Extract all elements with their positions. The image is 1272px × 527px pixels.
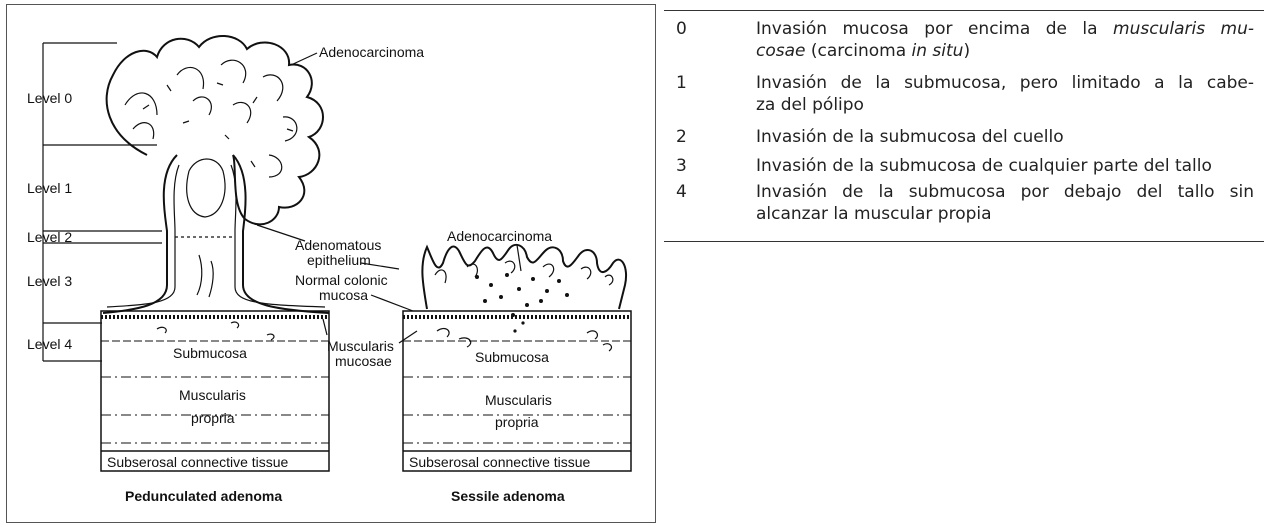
ped-caption: Pedunculated adenoma: [125, 488, 282, 504]
level-number: 1: [676, 72, 687, 94]
ped-submucosa-label: Submucosa: [173, 345, 247, 361]
sessile-submucosa-label: Submucosa: [475, 349, 549, 365]
normal-mucosa-label-1: Normal colonic: [295, 272, 388, 288]
text-segment: (carcinoma: [805, 41, 911, 61]
table-bottom-rule: [664, 241, 1264, 242]
level-2-label: Level 2: [27, 229, 72, 245]
sessile-base: [403, 311, 631, 471]
italic-text: in situ: [912, 41, 964, 61]
level-description: Invasión de la submucosa de cualquier pa…: [756, 155, 1254, 177]
text-segment: Invasión de la submucosa, pero limitado …: [756, 73, 1254, 93]
ped-muscularis-label: Muscularis: [179, 387, 246, 403]
italic-text: cosae: [756, 41, 805, 61]
text-segment: Invasión de la submucosa por debajo del …: [756, 182, 1254, 202]
text-segment: alcanzar la muscular propia: [756, 204, 992, 224]
level-description: Invasión de la submucosa del cuello: [756, 126, 1254, 148]
ped-adenocarcinoma-pointer: [291, 53, 317, 65]
muscularis-mucosae-label-2: mucosae: [335, 353, 392, 369]
italic-text: muscularis mu-: [1113, 19, 1254, 39]
text-segment: Invasión de la submucosa de cualquier pa…: [756, 156, 1212, 176]
adenoma-diagram: Level 0 Level 1 Level 2 Level 3 Level 4: [7, 5, 655, 522]
normal-mucosa-pointer: [371, 295, 413, 311]
level-number: 4: [676, 181, 687, 203]
ped-adenocarcinoma-label: Adenocarcinoma: [319, 44, 424, 60]
level-number: 0: [676, 18, 687, 40]
description-line: Invasión de la submucosa de cualquier pa…: [756, 155, 1254, 177]
muscularis-mucosae-label-1: Muscularis: [327, 338, 394, 354]
sessile-lesion: [422, 245, 626, 333]
level-description: Invasión de la submucosa, pero limitado …: [756, 72, 1254, 116]
level-number: 3: [676, 155, 687, 177]
sessile-subserosal-label: Subserosal connective tissue: [409, 454, 591, 470]
sessile-caption: Sessile adenoma: [451, 488, 565, 504]
text-segment: ): [963, 41, 970, 61]
level-4-label: Level 4: [27, 336, 72, 352]
sessile-propria-label: propria: [495, 414, 539, 430]
text-segment: Invasión mucosa por encima de la: [756, 19, 1113, 39]
level-0-label: Level 0: [27, 90, 72, 106]
description-line: Invasión de la submucosa, pero limitado …: [756, 72, 1254, 94]
adenomatous-label-1: Adenomatous: [295, 237, 381, 253]
pedunculated-polyp-head: [107, 36, 323, 224]
level-description: Invasión mucosa por encima de la muscula…: [756, 18, 1254, 62]
level-1-label: Level 1: [27, 180, 72, 196]
level-number: 2: [676, 126, 687, 148]
description-line: alcanzar la muscular propia: [756, 203, 1254, 225]
muscularis-mucosae-pointer: [323, 319, 327, 335]
pedunculated-stalk: [103, 155, 329, 313]
description-line: Invasión mucosa por encima de la muscula…: [756, 18, 1254, 40]
sessile-adenocarcinoma-pointer: [517, 245, 521, 271]
normal-mucosa-label-2: mucosa: [319, 287, 368, 303]
adenomatous-label-2: epithelium: [307, 252, 371, 268]
sessile-adenocarcinoma-label: Adenocarcinoma: [447, 228, 552, 244]
description-line: Invasión de la submucosa del cuello: [756, 126, 1254, 148]
figure-panel: Level 0 Level 1 Level 2 Level 3 Level 4: [6, 4, 656, 523]
ped-subserosal-label: Subserosal connective tissue: [107, 454, 289, 470]
table-top-rule: [664, 10, 1264, 11]
level-3-label: Level 3: [27, 273, 72, 289]
description-line: cosae (carcinoma in situ): [756, 40, 1254, 62]
description-line: za del pólipo: [756, 94, 1254, 116]
description-line: Invasión de la submucosa por debajo del …: [756, 181, 1254, 203]
level-description: Invasión de la submucosa por debajo del …: [756, 181, 1254, 225]
invasion-level-table: 0 Invasión mucosa por encima de la muscul…: [664, 0, 1264, 270]
text-segment: za del pólipo: [756, 95, 864, 115]
sessile-muscularis-label: Muscularis: [485, 392, 552, 408]
text-segment: Invasión de la submucosa del cuello: [756, 127, 1064, 147]
ped-propria-label: propria: [191, 410, 235, 426]
adenomatous-pointer: [257, 225, 305, 241]
